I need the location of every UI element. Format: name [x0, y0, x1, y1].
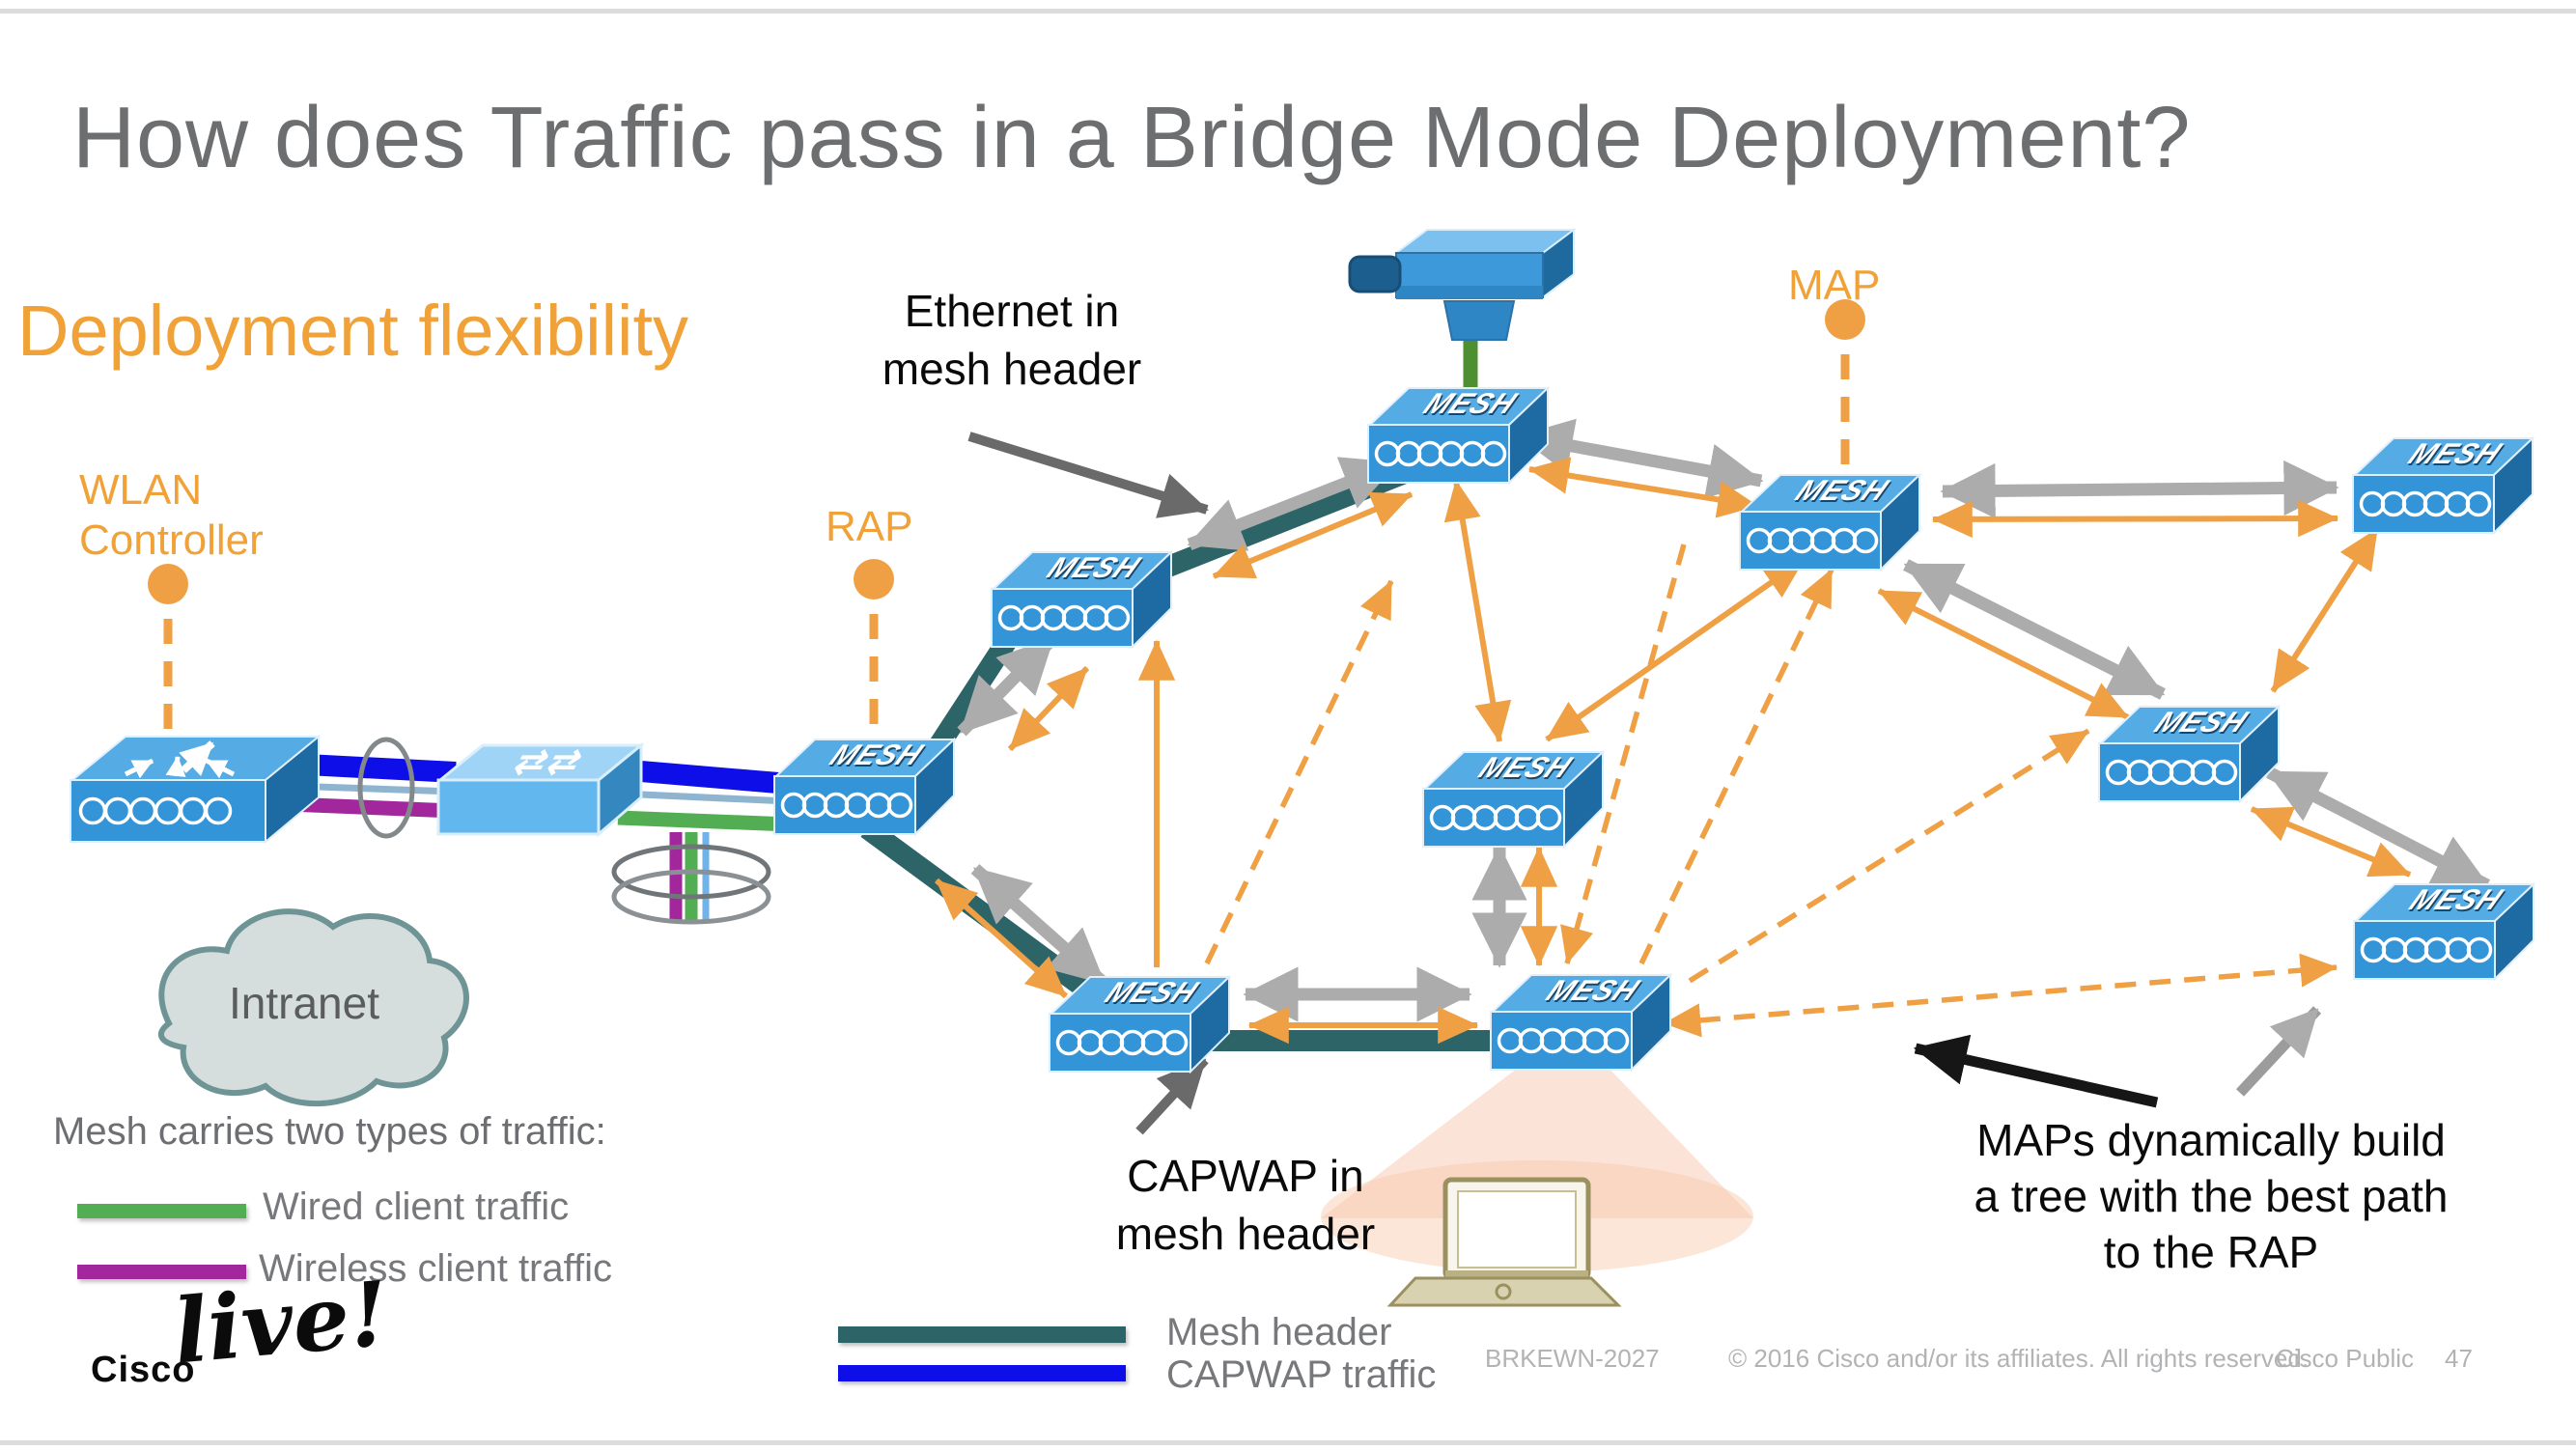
mesh-node-box: [773, 737, 957, 837]
mesh-node-label: MESH: [1041, 552, 1146, 584]
coil-icon: [780, 792, 913, 819]
mesh-node-rap: MESH: [772, 736, 957, 838]
footer-page-number: 47: [2445, 1344, 2473, 1373]
coil-icon: [1497, 1027, 1630, 1054]
mesh-node-label: MESH: [2402, 438, 2507, 470]
capwap-note: CAPWAP in mesh header: [1004, 1147, 1487, 1263]
switch-arrows-icon: ⇄⇄: [507, 741, 595, 781]
mesh-node-box: [1739, 472, 1922, 572]
mesh-node-label: MESH: [2148, 707, 2254, 739]
mesh-node-chain-a: MESH: [990, 548, 1174, 651]
wireless-traffic-swatch: [77, 1265, 246, 1279]
mesh-node-camera: MESH: [1366, 384, 1551, 487]
coil-icon: [78, 796, 233, 825]
mesh-node-bottom-center: MESH: [1489, 971, 1673, 1074]
maps-note-line3: to the RAP: [2103, 1227, 2319, 1277]
mesh-node-center: MESH: [1421, 748, 1606, 850]
mesh-header-label: Mesh header: [1166, 1311, 1392, 1353]
mesh-node-label: MESH: [824, 739, 929, 771]
wlan-controller-box: [70, 734, 322, 845]
mesh-node-label: MESH: [1417, 388, 1523, 420]
legend-left-title: Mesh carries two types of traffic:: [53, 1110, 606, 1153]
mesh-node-box: [2352, 435, 2535, 536]
capwap-note-line1: CAPWAP in: [1127, 1151, 1364, 1201]
maps-note-gray-arrow: [2235, 1006, 2322, 1097]
maps-note: MAPs dynamically build a tree with the b…: [1921, 1112, 2501, 1280]
mesh-node-box: [1422, 749, 1606, 850]
footer-copyright: © 2016 Cisco and/or its affiliates. All …: [1728, 1344, 2310, 1373]
coil-icon: [1746, 527, 1879, 554]
coil-icon: [1429, 804, 1562, 831]
wlan-controller-node: [68, 732, 323, 846]
mesh-node-map: MESH: [1738, 471, 1922, 573]
wlan-label-line1: WLAN: [79, 466, 203, 514]
laptop-icon: [1386, 1177, 1622, 1307]
mesh-node-box: [2353, 881, 2536, 982]
mesh-node-label: MESH: [1099, 977, 1204, 1009]
controller-arrows-icon: [124, 740, 236, 779]
page-title: How does Traffic pass in a Bridge Mode D…: [72, 90, 2192, 186]
intranet-label: Intranet: [229, 978, 379, 1028]
subtitle: Deployment flexibility: [17, 291, 689, 371]
endpoint-markers: [148, 299, 1865, 734]
ethernet-note: Ethernet in mesh header: [819, 282, 1205, 398]
capwap-note-arrow: [1135, 1056, 1209, 1135]
wlan-label-line2: Controller: [79, 516, 264, 564]
maps-note-line2: a tree with the best path: [1974, 1171, 2449, 1221]
maps-note-line1: MAPs dynamically build: [1976, 1115, 2446, 1165]
mesh-node-bottom-left: MESH: [1048, 973, 1232, 1075]
wlan-controller-label: WLAN Controller: [79, 465, 264, 566]
mesh-node-box: [2098, 704, 2282, 804]
coil-icon: [2105, 759, 2238, 786]
map-label: MAP: [1788, 262, 1881, 309]
coil-icon: [2360, 936, 2493, 963]
capwap-note-line2: mesh header: [1115, 1209, 1376, 1259]
cisco-logo: Cisco: [91, 1350, 196, 1390]
mesh-header-swatch: [838, 1326, 1126, 1343]
coil-icon: [997, 604, 1131, 631]
mesh-node-label: MESH: [2403, 884, 2508, 916]
camera-icon: [1348, 228, 1577, 392]
wired-traffic-swatch: [77, 1204, 246, 1218]
orange-link-arrows: [934, 457, 2412, 1045]
mesh-node-top-right: MESH: [2351, 434, 2535, 537]
capwap-traffic-swatch: [838, 1365, 1126, 1381]
footer-session: BRKEWN-2027: [1485, 1344, 1660, 1373]
dashed-mesh-paths: [1204, 544, 2338, 1038]
mesh-node-mid-right: MESH: [2097, 703, 2282, 805]
bottom-border-rule: [0, 1440, 2576, 1445]
wireless-traffic-label: Wireless client traffic: [259, 1247, 613, 1290]
ethernet-note-arrow: [967, 432, 1209, 518]
coil-icon: [1055, 1029, 1189, 1056]
mesh-node-bottom-right: MESH: [2352, 880, 2536, 983]
mesh-node-label: MESH: [1540, 975, 1645, 1007]
rap-label: RAP: [826, 503, 913, 550]
ethernet-note-line1: Ethernet in: [904, 286, 1120, 336]
coil-icon: [2359, 490, 2492, 517]
top-border-rule: [0, 9, 2576, 14]
mesh-node-label: MESH: [1789, 475, 1894, 507]
lan-switch-box: [435, 741, 646, 838]
mesh-node-label: MESH: [1472, 752, 1578, 784]
mesh-node-box: [991, 549, 1174, 650]
ethernet-note-line2: mesh header: [882, 344, 1142, 394]
mesh-node-box: [1490, 972, 1673, 1073]
lan-switch-node: ⇄⇄: [435, 741, 646, 838]
capwap-traffic-label: CAPWAP traffic: [1166, 1353, 1437, 1396]
intranet-cloud: [157, 908, 469, 1107]
footer-classification: Cisco Public: [2276, 1344, 2415, 1373]
wired-traffic-label: Wired client traffic: [263, 1185, 570, 1228]
maps-note-black-arrow: [1913, 1034, 2159, 1108]
